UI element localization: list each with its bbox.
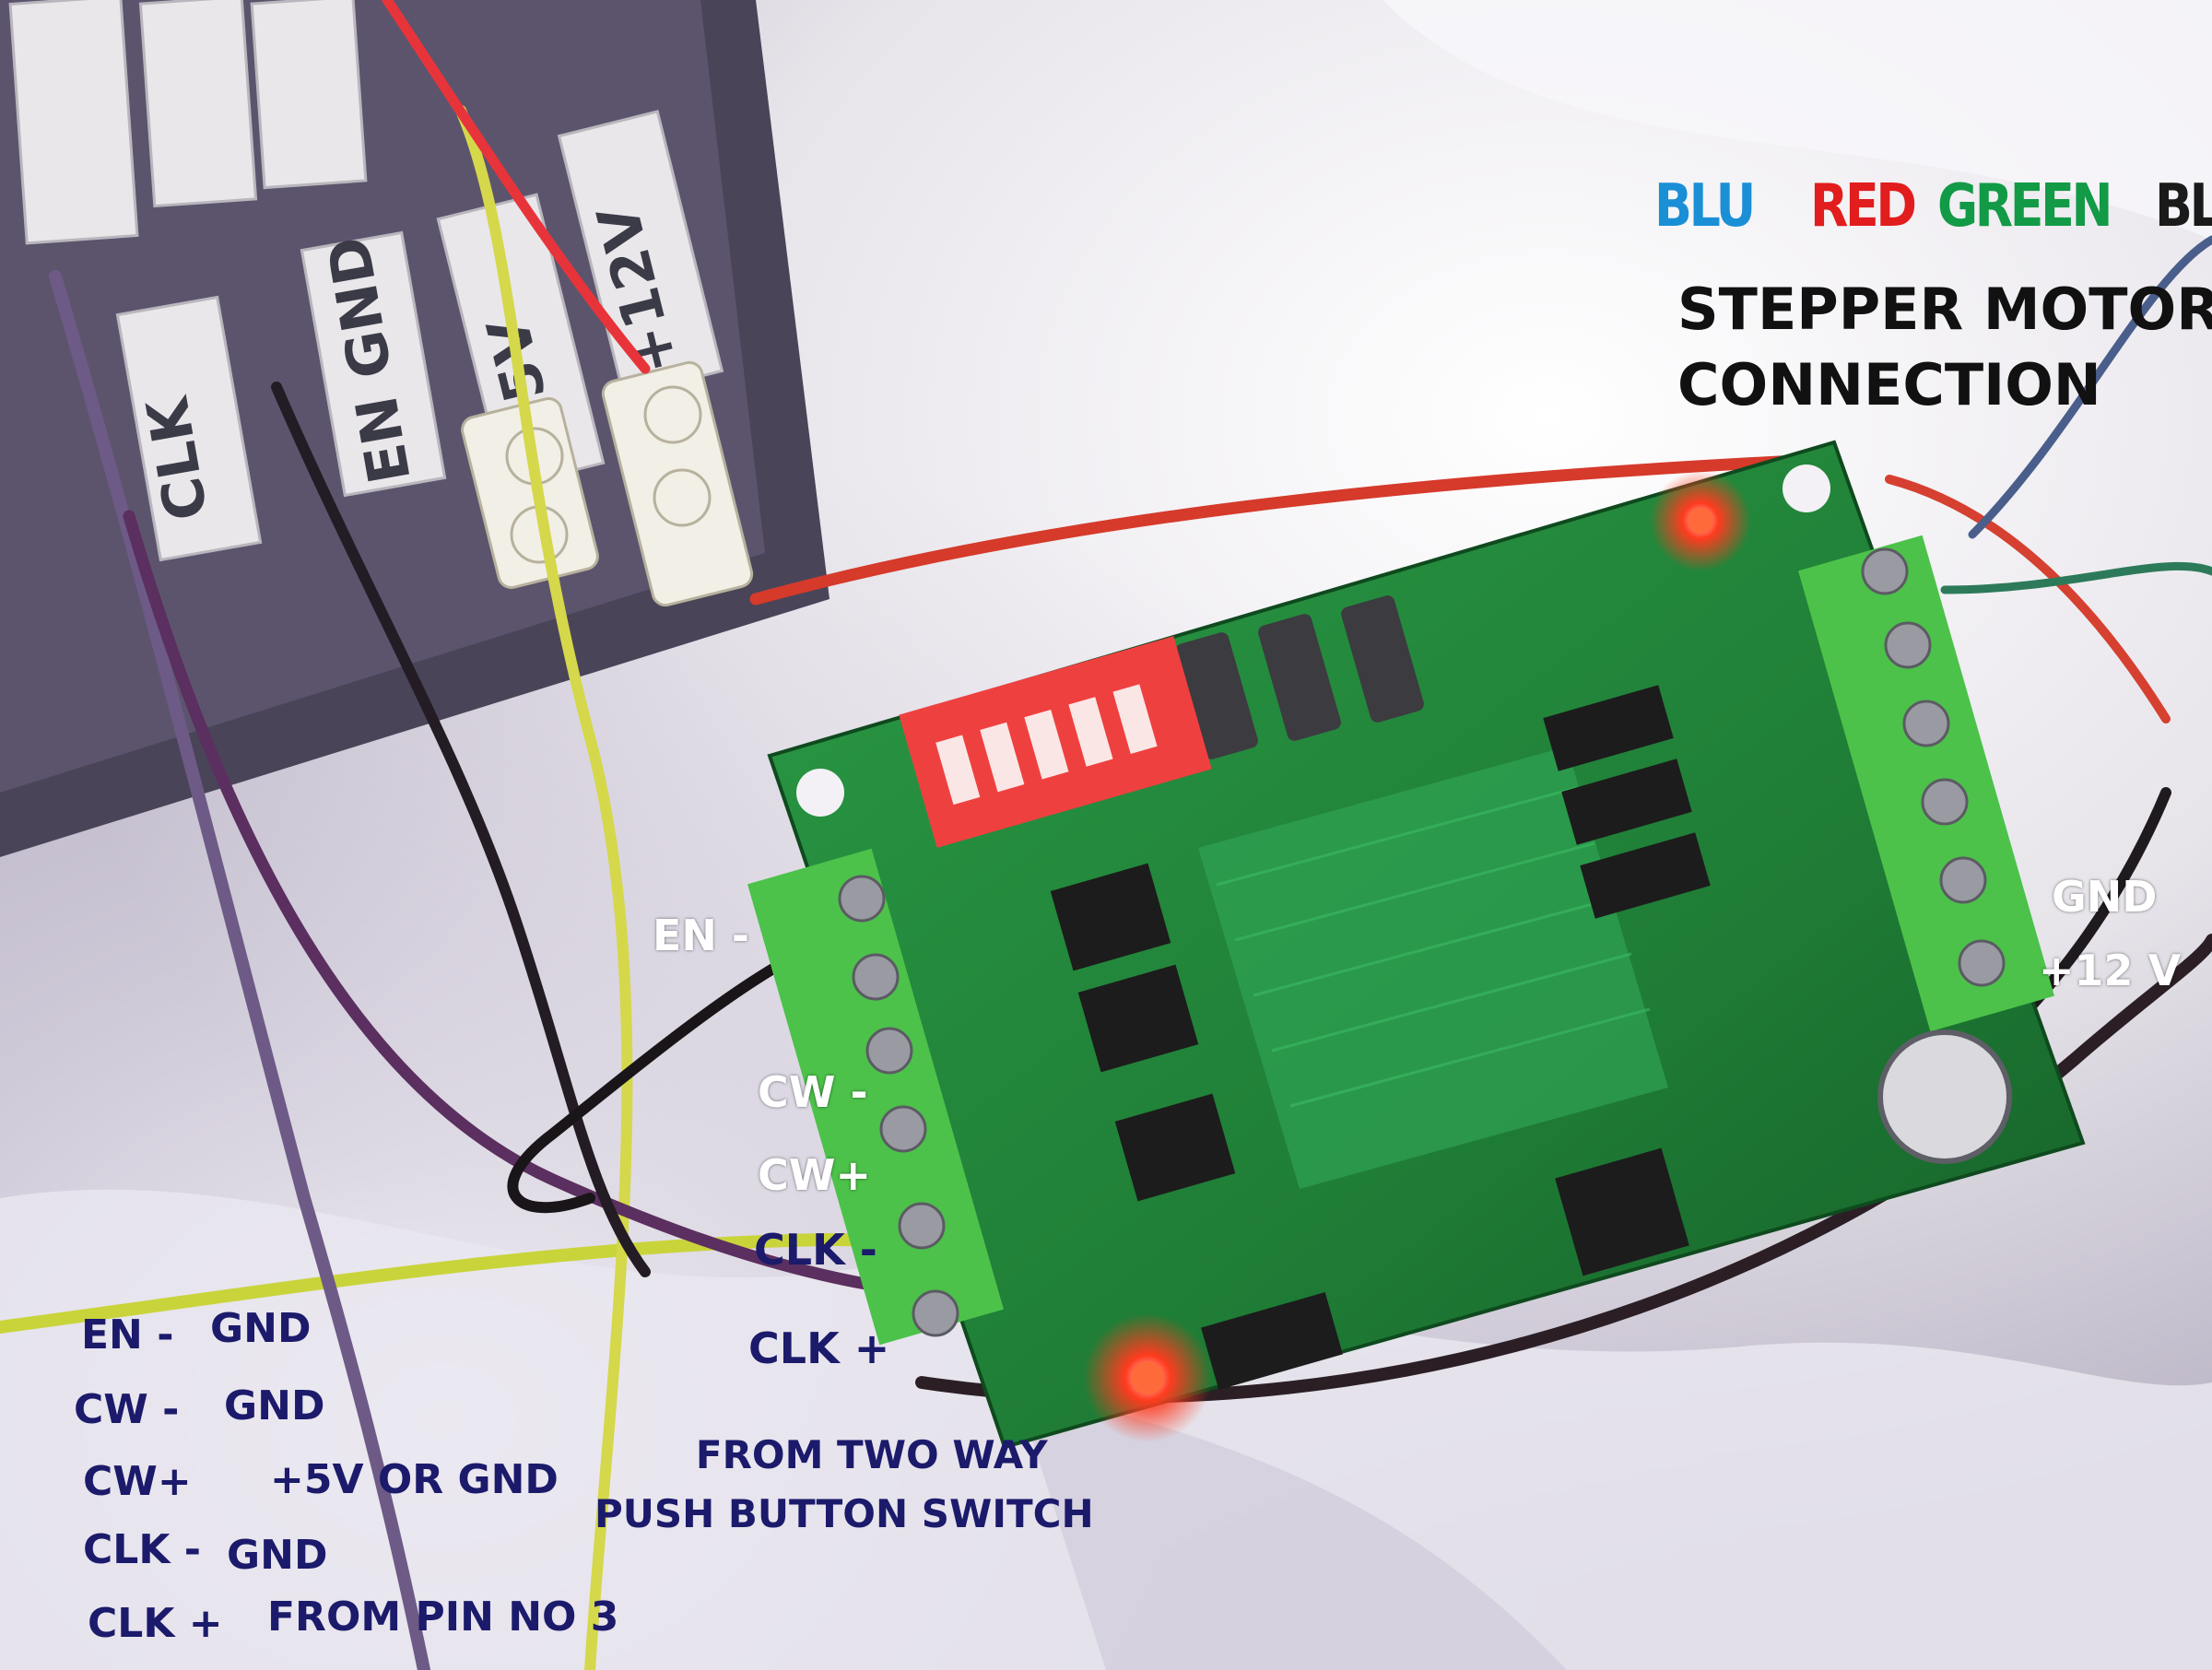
pin-label-cw-plus: CW+ [758,1150,872,1200]
wire-color-legend: BLU RED GREEN BLK [1654,177,2212,236]
dip-switch [899,636,1212,848]
motor-terminal-block [1798,535,2054,1032]
legend-conn: GND [227,1532,328,1579]
legend-conn: +5V OR GND [270,1456,559,1503]
legend-pin: EN - [81,1311,174,1358]
switch-note: FROM TWO WAY PUSH BUTTON SWITCH [594,1436,1094,1534]
wire-color-blk: BLK [2154,172,2212,241]
pin-label-cw-minus: CW - [758,1067,868,1117]
switch-note-line2: PUSH BUTTON SWITCH [594,1491,1094,1536]
v12-label: +12 V [2039,946,2182,995]
legend-conn: FROM PIN NO 3 [267,1594,619,1641]
motor-title-line1: STEPPER MOTOR [1677,276,2212,343]
switch-note-line1: FROM TWO WAY [695,1432,1048,1477]
motor-connection-title: STEPPER MOTOR CONNECTION [1677,281,2212,414]
legend-pin: CLK - [83,1526,202,1573]
pin-label-clk-plus: CLK + [748,1323,890,1373]
legend-pin: CLK + [88,1600,223,1647]
legend-pin: CW - [74,1386,180,1433]
legend-pin: CW+ [83,1458,192,1505]
pin-label-en-minus: EN - [653,911,750,960]
wire-color-red: RED [1809,172,1917,241]
control-terminal-block [747,848,1004,1346]
legend-conn: GND [224,1382,325,1429]
pin-label-clk-minus: CLK - [754,1225,877,1275]
motor-title-line2: CONNECTION [1677,351,2101,418]
legend-conn: GND [210,1305,312,1352]
gnd-label: GND [2052,872,2158,922]
wire-color-blu: BLU [1654,172,1756,241]
wire-color-green: GREEN [1936,172,2113,241]
